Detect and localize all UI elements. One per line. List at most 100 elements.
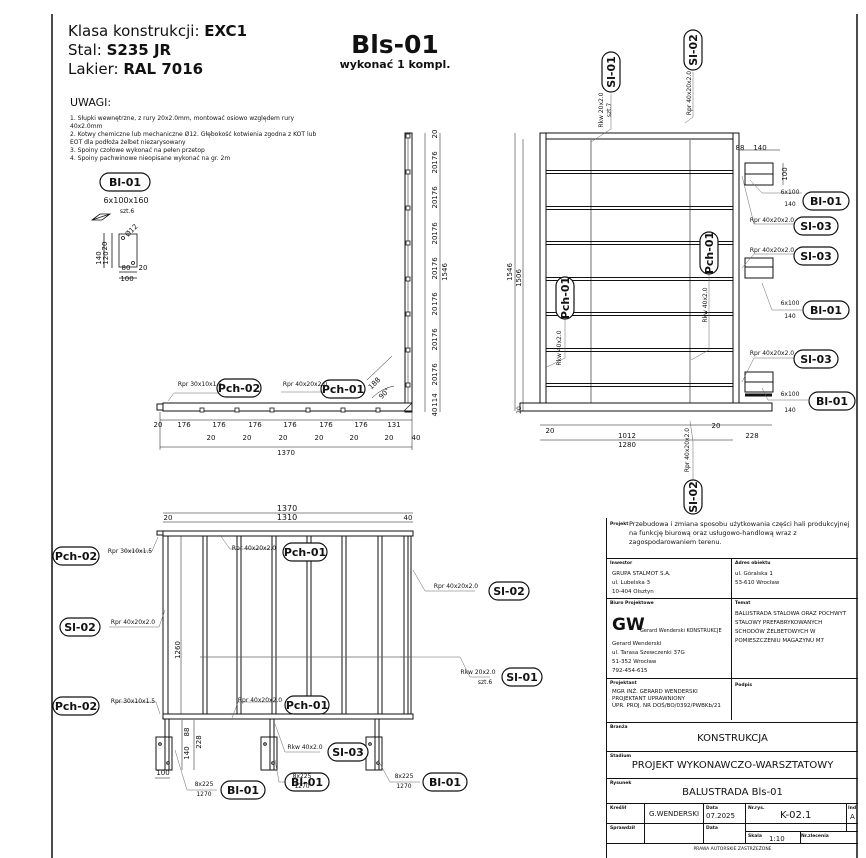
part-tag: Pch-01 (699, 231, 719, 275)
stage-value: PROJEKT WYKONAWCZO-WARSZTATOWY (631, 760, 834, 771)
dimension-label: 176 (431, 292, 439, 306)
part-tag: Pch-02 (216, 378, 262, 398)
part-tag-label: Sl-02 (687, 481, 700, 513)
dimension-label: 20 (207, 434, 216, 442)
part-tag: Sl-03 (793, 246, 839, 266)
dimension-label: 1546 (506, 263, 514, 281)
stage-cell: Stadium PROJEKT WYKONAWCZO-WARSZTATOWY (607, 751, 858, 778)
profile-label: 6x100 (781, 189, 800, 196)
part-tag: Bl-01 (808, 391, 856, 411)
profile-label: Rpr 40x20x2.0 (686, 71, 693, 115)
part-tag: Bl-01 (802, 300, 850, 320)
paint-label: Lakier: (68, 60, 119, 78)
part-tag-label: Bl-01 (429, 776, 461, 789)
profile-label: szt.6 (478, 679, 493, 686)
front-view (514, 72, 808, 481)
notes: UWAGI: 1. Słupki wewnętrzne, z rury 20x2… (70, 96, 320, 163)
part-tag-label: Sl-02 (687, 34, 700, 66)
address-label: Adres obiektu (735, 561, 771, 566)
profile-label: 6x100 (781, 300, 800, 307)
dimension-label: 100 (781, 167, 789, 180)
profile-label: 1270 (396, 783, 411, 790)
part-tag: Sl-02 (59, 617, 101, 637)
part-tag-label: Sl-02 (64, 621, 96, 634)
dimension-label: 140 (753, 144, 766, 152)
topic-label: Temat (735, 601, 751, 606)
part-tag: Sl-02 (683, 29, 703, 71)
stage-label: Stadium (610, 754, 632, 759)
investor-line: GRUPA STALMOT S.A. (612, 571, 671, 577)
profile-label: Rpr 40x20x2.0 (232, 545, 276, 552)
dimension-label: 176 (212, 421, 226, 429)
dimension-label: 1546 (441, 263, 449, 281)
profile-label: Rkw 40x2.0 (556, 330, 563, 365)
part-tag: Pch-02 (52, 546, 100, 566)
part-tag-label: Pch-02 (218, 382, 260, 395)
checked-label: Sprawdził (610, 826, 635, 831)
address-line: 53-610 Wrocław (735, 580, 780, 586)
part-tag-label: Sl-03 (800, 250, 832, 263)
dimension-label: 20 (516, 406, 523, 414)
part-tag: Bl-01 (422, 772, 468, 792)
dimension-label: 176 (431, 363, 439, 377)
dimension-label: 1012 (618, 432, 636, 440)
dimension-label: 228 (745, 432, 758, 440)
designer-line: MGR INŻ. GERARD WENDERSKI (612, 689, 698, 695)
part-tag: Bl-01 (220, 780, 266, 800)
part-tag-label: Sl-02 (493, 585, 525, 598)
part-tag: Bl-01 (802, 191, 850, 211)
dimension-label: 1310 (277, 513, 297, 522)
note-item: 4. Spoiny pachwinowe nieopisane wykonać … (70, 155, 231, 162)
part-tag: Pch-02 (52, 696, 100, 716)
part-tag-label: Bl-01 (810, 304, 842, 317)
plate-qty: szt.6 (120, 208, 135, 215)
date2-label: Data (706, 826, 718, 831)
paint-line: Lakier: RAL 7016 (68, 60, 203, 79)
side-view (156, 132, 441, 450)
dimension-label: 1370 (277, 449, 295, 457)
dimension-label: 100 (156, 769, 169, 777)
profile-label: Rpr 40x20x2.0 (750, 217, 794, 224)
part-tag-label: Bl-01 (227, 784, 259, 797)
part-tag-label: Sl-03 (800, 353, 832, 366)
steel-line: Stal: S235 JR (68, 41, 171, 60)
drawing-label: Rysunek (610, 781, 632, 786)
dimension-label: 176 (431, 151, 439, 165)
note-item: 3. Spoiny czołowe wykonać na pełen przet… (70, 147, 205, 154)
part-tag: Bl-01 (284, 772, 330, 792)
office-line: 792-454-615 (612, 668, 648, 674)
date-value: 07.2025 (706, 812, 735, 820)
profile-label: Rpr 30x10x1.5 (111, 698, 155, 705)
investor-line: 10-404 Olsztyn (612, 589, 654, 595)
part-tag-label: Bl-01 (109, 176, 141, 189)
paint-value: RAL 7016 (123, 60, 204, 78)
profile-label: Rpr 30x10x1.5 (108, 548, 152, 555)
drawing-cell: Rysunek BALUSTRADA Bls-01 (607, 778, 858, 803)
investor-line: ul. Lubelska 3 (612, 580, 650, 586)
part-tag: Sl-01 (601, 51, 621, 93)
plan-view (109, 512, 490, 791)
office-line: 51-352 Wrocław (612, 659, 657, 665)
designer-label: Projektant (610, 681, 637, 686)
profile-label: Rpr 40x20x2.0 (283, 381, 327, 388)
part-tag-label: Pch-01 (322, 383, 364, 396)
dimension-label: 20 (350, 434, 359, 442)
scale-row: Skala 1:10 Nr.zlecenia (745, 831, 858, 843)
profile-label: 1270 (196, 791, 211, 798)
date-label: Data (706, 806, 718, 811)
part-tag: Pch-01 (555, 276, 575, 320)
drawn-row: Kreślił G.WENDERSKI Data 07.2025 Nr.rys.… (607, 803, 858, 823)
profile-label: Rkw 20x2.0 (598, 92, 605, 127)
dimension-label: 120 (102, 251, 110, 264)
dimension-label: 88 (183, 728, 191, 737)
part-tag: Sl-03 (793, 216, 839, 236)
copyright: PRAWA AUTORSKIE ZASTRZEŻONE (693, 847, 772, 852)
dimension-label: 140 (95, 251, 103, 264)
note-item: 1. Słupki wewnętrzne, z rury 20x2.0mm, m… (70, 115, 295, 130)
dimension-label: 20 (431, 377, 439, 386)
dimension-label: 80 (122, 264, 131, 272)
profile-label: Rkw 40x2.0 (702, 287, 709, 322)
profile-label: 140 (784, 313, 796, 320)
dimension-label: 176 (431, 186, 439, 200)
designer-cell: Projektant MGR INŻ. GERARD WENDERSKI PRO… (607, 678, 858, 720)
